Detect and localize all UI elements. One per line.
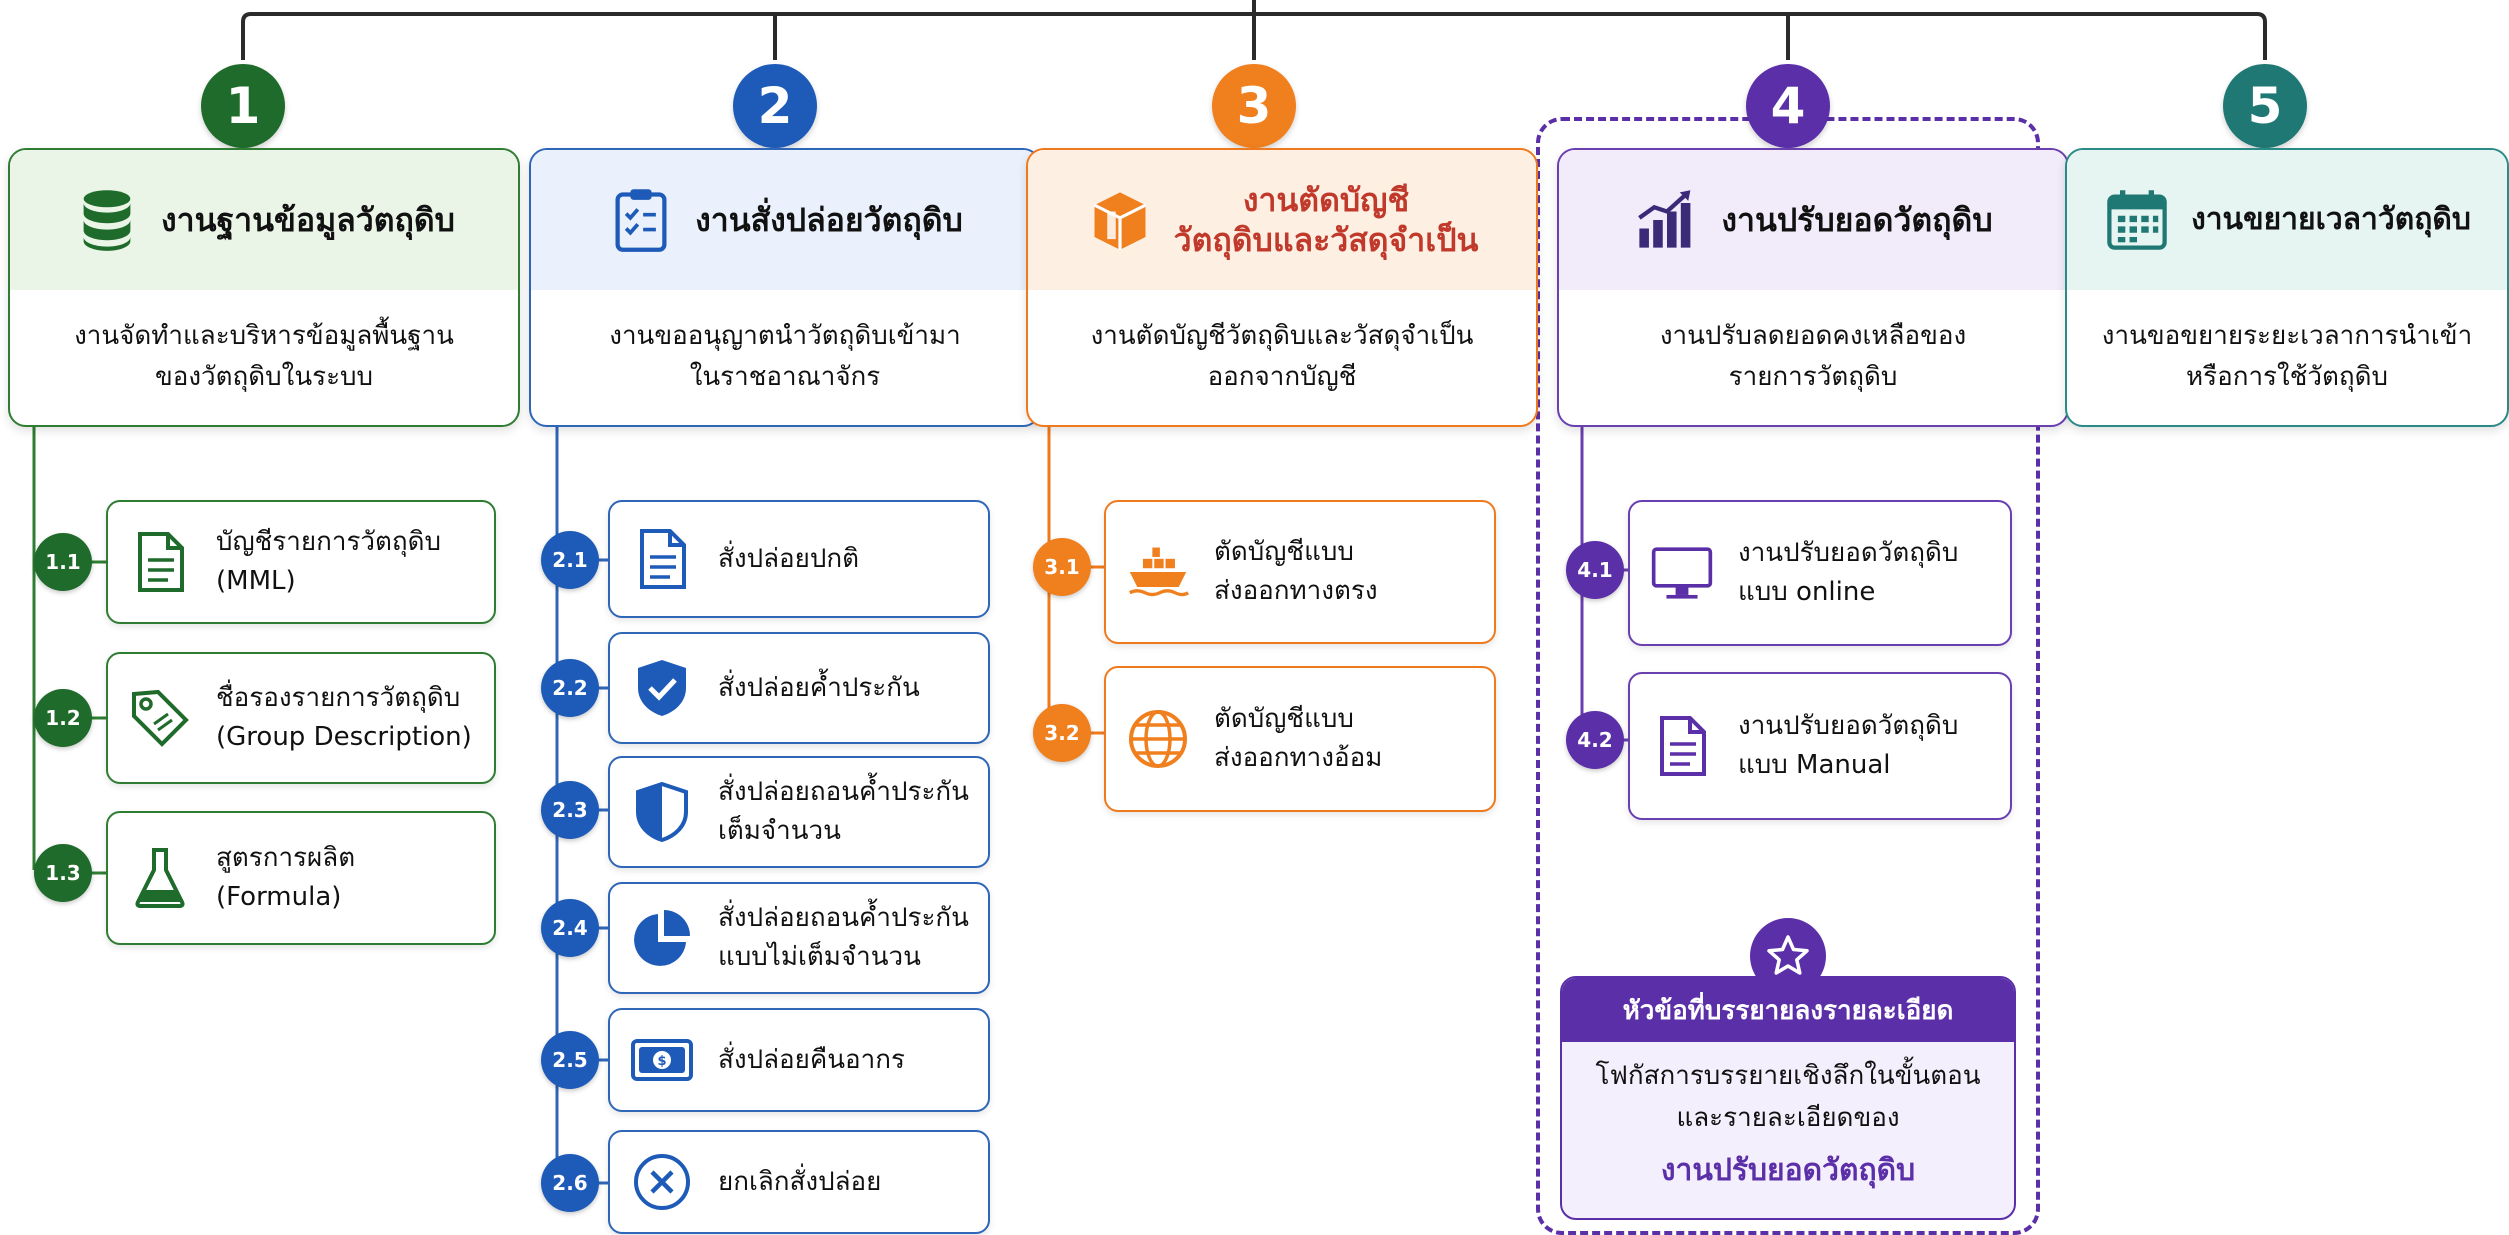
sub-item-label: บัญชีรายการวัตถุดิบ(MML) <box>216 527 442 596</box>
sub-item-label: งานปรับยอดวัตถุดิบแบบ online <box>1738 538 1959 607</box>
document-icon <box>630 527 694 591</box>
sub-item-label: สั่งปล่อยปกติ <box>718 543 859 574</box>
category-title: งานตัดบัญชีวัตถุดิบและวัสดุจำเป็น <box>1173 181 1479 259</box>
sub-item-2-1[interactable]: สั่งปล่อยปกติ <box>608 500 990 618</box>
sub-item-4-1[interactable]: งานปรับยอดวัตถุดิบแบบ online <box>1628 500 2012 646</box>
category-number-4: 4 <box>1746 64 1830 148</box>
sub-item-number: 3.2 <box>1033 704 1091 762</box>
sub-item-label: สูตรการผลิต(Formula) <box>216 843 356 912</box>
sub-item-3-1[interactable]: ตัดบัญชีแบบส่งออกทางตรง <box>1104 500 1496 644</box>
sub-item-number: 2.1 <box>541 531 599 589</box>
category-title: งานปรับยอดวัตถุดิบ <box>1721 201 1993 239</box>
sub-item-number: 1.1 <box>34 533 92 591</box>
category-title: งานขยายเวลาวัตถุดิบ <box>2191 202 2471 238</box>
sub-item-label: สั่งปล่อยถอนค้ำประกันแบบไม่เต็มจำนวน <box>718 903 969 972</box>
sub-item-2-3[interactable]: สั่งปล่อยถอนค้ำประกันเต็มจำนวน <box>608 756 990 868</box>
sub-item-number: 2.6 <box>541 1154 599 1212</box>
bar-chart-trend-icon <box>1638 190 1691 248</box>
sub-item-3-2[interactable]: ตัดบัญชีแบบส่งออกทางอ้อม <box>1104 666 1496 812</box>
star-icon <box>1750 918 1826 994</box>
money-icon: $ <box>630 1028 694 1092</box>
sub-item-number: 2.2 <box>541 659 599 717</box>
sub-item-2-6[interactable]: ยกเลิกสั่งปล่อย <box>608 1130 990 1234</box>
category-card-release[interactable]: งานสั่งปล่อยวัตถุดิบ งานขออนุญาตนำวัตถุด… <box>529 148 1041 427</box>
focus-note-box: หัวข้อที่บรรยายลงรายละเอียด โฟกัสการบรรย… <box>1560 976 2016 1220</box>
sub-item-number: 2.3 <box>541 781 599 839</box>
pie-chart-icon <box>630 906 694 970</box>
clipboard-checklist-icon <box>615 189 667 252</box>
category-description: งานจัดทำและบริหารข้อมูลพื้นฐานของวัตถุดิ… <box>74 321 454 392</box>
ship-icon <box>1126 540 1190 604</box>
shield-half-icon <box>630 780 694 844</box>
sub-item-label: สั่งปล่อยถอนค้ำประกันเต็มจำนวน <box>718 777 969 846</box>
category-description: งานขออนุญาตนำวัตถุดิบเข้ามาในราชอาณาจักร <box>609 321 961 392</box>
sub-item-label: ตัดบัญชีแบบส่งออกทางตรง <box>1214 537 1378 606</box>
sub-item-label: สั่งปล่อยค้ำประกัน <box>718 672 920 703</box>
category-card-account-cut[interactable]: งานตัดบัญชีวัตถุดิบและวัสดุจำเป็น งานตัด… <box>1026 148 1538 427</box>
monitor-icon <box>1650 541 1714 605</box>
sub-item-4-2[interactable]: งานปรับยอดวัตถุดิบแบบ Manual <box>1628 672 2012 820</box>
sub-item-label: ชื่อรองรายการวัตถุดิบ(Group Description) <box>216 683 472 752</box>
sub-item-label: งานปรับยอดวัตถุดิบแบบ Manual <box>1738 711 1959 780</box>
category-description: งานตัดบัญชีวัตถุดิบและวัสดุจำเป็นออกจากบ… <box>1090 321 1474 392</box>
focus-description: โฟกัสการบรรยายเชิงลึกในขั้นตอนและรายละเอ… <box>1595 1061 1981 1133</box>
focus-emphasis: งานปรับยอดวัตถุดิบ <box>1660 1153 1916 1189</box>
globe-icon <box>1126 707 1190 771</box>
sub-item-label: สั่งปล่อยคืนอากร <box>718 1044 905 1075</box>
category-description: งานขอขยายระยะเวลาการนำเข้าหรือการใช้วัตถ… <box>2101 321 2473 392</box>
sub-item-2-2[interactable]: สั่งปล่อยค้ำประกัน <box>608 632 990 744</box>
sub-item-number: 1.2 <box>34 689 92 747</box>
sub-item-label: ตัดบัญชีแบบส่งออกทางอ้อม <box>1214 704 1383 773</box>
document-icon <box>128 530 192 594</box>
sub-item-number: 4.2 <box>1566 711 1624 769</box>
database-icon <box>83 190 131 251</box>
sub-item-number: 2.5 <box>541 1031 599 1089</box>
svg-text:$: $ <box>657 1054 666 1069</box>
category-title: งานสั่งปล่อยวัตถุดิบ <box>695 201 963 239</box>
sub-item-2-4[interactable]: สั่งปล่อยถอนค้ำประกันแบบไม่เต็มจำนวน <box>608 882 990 994</box>
document-icon <box>1650 714 1714 778</box>
focus-title: หัวข้อที่บรรยายลงรายละเอียด <box>1562 978 2014 1042</box>
sub-item-number: 4.1 <box>1566 541 1624 599</box>
sub-item-1-1[interactable]: บัญชีรายการวัตถุดิบ(MML) <box>106 500 496 624</box>
category-card-adjust[interactable]: งานปรับยอดวัตถุดิบ งานปรับลดยอดคงเหลือขอ… <box>1557 148 2069 427</box>
calendar-icon <box>2107 190 2167 250</box>
sub-item-number: 2.4 <box>541 899 599 957</box>
category-card-extend[interactable]: งานขยายเวลาวัตถุดิบ งานขอขยายระยะเวลาการ… <box>2065 148 2509 427</box>
sub-item-1-3[interactable]: สูตรการผลิต(Formula) <box>106 811 496 945</box>
sub-item-label: ยกเลิกสั่งปล่อย <box>718 1166 882 1197</box>
category-title: งานฐานข้อมูลวัตถุดิบ <box>161 201 455 239</box>
sub-item-2-5[interactable]: $ สั่งปล่อยคืนอากร <box>608 1008 990 1112</box>
category-number-3: 3 <box>1212 64 1296 148</box>
sub-item-number: 3.1 <box>1033 538 1091 596</box>
category-number-2: 2 <box>733 64 817 148</box>
category-number-1: 1 <box>201 64 285 148</box>
box-icon <box>1093 192 1146 250</box>
category-description: งานปรับลดยอดคงเหลือของรายการวัตถุดิบ <box>1659 321 1967 392</box>
category-number-5: 5 <box>2223 64 2307 148</box>
flask-icon <box>128 846 192 910</box>
category-card-database[interactable]: งานฐานข้อมูลวัตถุดิบ งานจัดทำและบริหารข้… <box>8 148 520 427</box>
sub-item-1-2[interactable]: ชื่อรองรายการวัตถุดิบ(Group Description) <box>106 652 496 784</box>
sub-item-number: 1.3 <box>34 844 92 902</box>
tag-icon <box>128 686 192 750</box>
cancel-icon <box>630 1150 694 1214</box>
shield-check-icon <box>630 656 694 720</box>
